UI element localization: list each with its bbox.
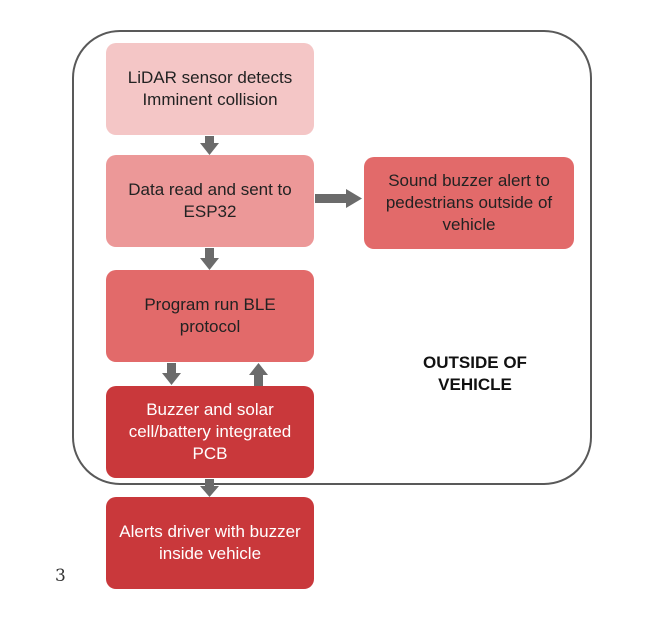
lidar-detect-label: LiDAR sensor detects Imminent collision xyxy=(127,68,293,109)
driver-alert-box: Alerts driver with buzzer inside vehicle xyxy=(106,497,314,589)
data-read-label: Data read and sent to ESP32 xyxy=(128,180,292,221)
arrow-data-to-pedestrian xyxy=(315,189,362,208)
pcb-box: Buzzer and solar cell/battery integrated… xyxy=(106,386,314,478)
arrow-pcb-to-driver xyxy=(200,479,219,497)
ble-protocol-label: Program run BLE protocol xyxy=(144,295,276,336)
pedestrian-alert-box: Sound buzzer alert to pedestrians outsid… xyxy=(364,157,574,249)
arrow-lidar-to-data xyxy=(200,136,219,155)
pedestrian-alert-label: Sound buzzer alert to pedestrians outsid… xyxy=(385,171,553,234)
arrow-ble-to-pcb xyxy=(162,363,181,385)
lidar-detect-box: LiDAR sensor detects Imminent collision xyxy=(106,43,314,135)
driver-alert-label: Alerts driver with buzzer inside vehicle xyxy=(119,522,301,563)
ble-protocol-box: Program run BLE protocol xyxy=(106,270,314,362)
pcb-label: Buzzer and solar cell/battery integrated… xyxy=(128,400,292,463)
outside-vehicle-label: OUTSIDE OF VEHICLE xyxy=(423,353,527,394)
data-read-box: Data read and sent to ESP32 xyxy=(106,155,314,247)
arrow-data-to-ble xyxy=(200,248,219,270)
outside-vehicle-boundary xyxy=(72,30,592,485)
arrow-pcb-to-ble xyxy=(249,363,268,386)
page-number: 3 xyxy=(55,566,66,586)
